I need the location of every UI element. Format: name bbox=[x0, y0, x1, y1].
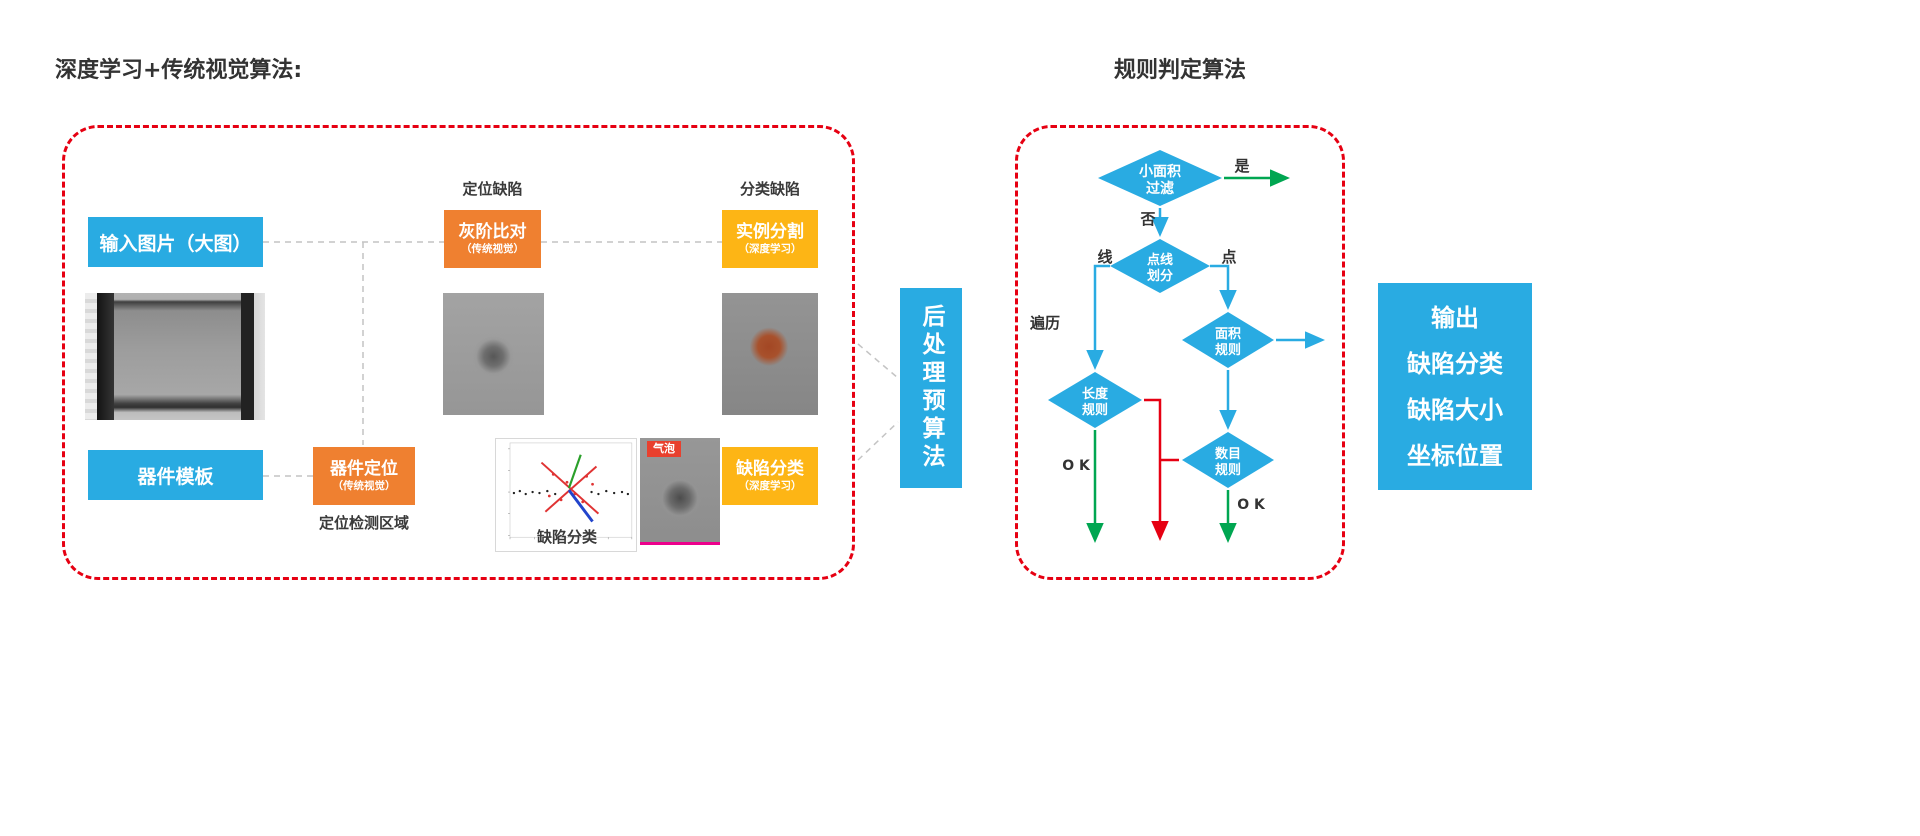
component-locate-box: 器件定位 （传统视觉） bbox=[313, 447, 415, 505]
small-area-filter-diamond bbox=[1098, 150, 1222, 206]
scatter-red-points bbox=[547, 472, 594, 504]
gray-compare-label: 灰阶比对 bbox=[458, 221, 527, 242]
scatter-green-line bbox=[567, 454, 582, 489]
count-rule-label-1: 数目 bbox=[1215, 446, 1241, 462]
gray-compare-box: 灰阶比对 （传统视觉） bbox=[444, 210, 541, 268]
point-label: 点 bbox=[1221, 248, 1236, 266]
count-rule-diamond bbox=[1182, 432, 1274, 488]
segmented-defect-image bbox=[722, 293, 818, 415]
component-locate-label: 器件定位 bbox=[330, 458, 398, 479]
point-line-division-diamond bbox=[1110, 239, 1210, 293]
length-ok-label: O K bbox=[1062, 458, 1091, 474]
locate-region-label: 定位检测区域 bbox=[318, 514, 409, 532]
line-branch-arrow bbox=[1086, 264, 1110, 370]
component-photo bbox=[85, 293, 265, 420]
defect-classification-label: 缺陷分类 bbox=[736, 458, 804, 479]
component-right-bar bbox=[241, 293, 254, 420]
output-line-3: 缺陷大小 bbox=[1407, 395, 1503, 424]
instance-segmentation-box: 实例分割 （深度学习） bbox=[722, 210, 818, 268]
defect-classification-box: 缺陷分类 （深度学习） bbox=[722, 447, 818, 505]
right-panel-title: 规则判定算法 bbox=[1113, 58, 1246, 83]
count-rule-label-2: 规则 bbox=[1215, 462, 1241, 478]
output-line-4: 坐标位置 bbox=[1407, 441, 1503, 470]
defect-classification-sublabel: （深度学习） bbox=[738, 480, 802, 493]
scatter-black-points bbox=[512, 489, 630, 496]
component-locate-sublabel: （传统视觉） bbox=[332, 480, 396, 493]
component-left-strip bbox=[85, 293, 97, 420]
instance-segmentation-sublabel: （深度学习） bbox=[738, 243, 802, 256]
point-line-label-2: 划分 bbox=[1147, 268, 1173, 284]
line-label: 线 bbox=[1097, 248, 1112, 266]
component-right-strip bbox=[254, 293, 265, 420]
instance-segmentation-label: 实例分割 bbox=[736, 221, 804, 242]
component-left-bar bbox=[97, 293, 114, 420]
gray-compare-sublabel: （传统视觉） bbox=[461, 243, 524, 256]
count-ok-label: O K bbox=[1237, 497, 1266, 513]
rules-dashed-container bbox=[1015, 125, 1345, 580]
post-processing-box: 后处理预算法 bbox=[900, 288, 962, 488]
scatter-axis-ticks bbox=[508, 448, 633, 540]
bubble-magenta-line bbox=[640, 542, 720, 545]
scatter-caption: 缺陷分类 bbox=[536, 528, 597, 546]
small-area-filter-label-2: 过滤 bbox=[1146, 180, 1174, 197]
length-rule-label-2: 规则 bbox=[1082, 402, 1108, 418]
output-line-1: 输出 bbox=[1431, 303, 1479, 332]
gray-defect-image bbox=[443, 293, 544, 415]
point-branch-arrow bbox=[1210, 264, 1237, 310]
area-rule-diamond bbox=[1182, 312, 1274, 368]
template-box: 器件模板 bbox=[88, 450, 263, 500]
point-line-label-1: 点线 bbox=[1147, 252, 1173, 268]
classify-defect-label: 分类缺陷 bbox=[739, 180, 800, 198]
output-box: 输出 缺陷分类 缺陷大小 坐标位置 bbox=[1378, 283, 1532, 490]
component-body bbox=[114, 293, 241, 420]
small-area-filter-label-1: 小面积 bbox=[1139, 163, 1181, 180]
length-rule-label-1: 长度 bbox=[1082, 386, 1109, 402]
left-panel-title: 深度学习+传统视觉算法: bbox=[55, 58, 303, 83]
no-label: 否 bbox=[1139, 210, 1155, 228]
traverse-label: 遍历 bbox=[1029, 314, 1060, 332]
yes-label: 是 bbox=[1233, 157, 1250, 175]
locate-defect-label: 定位缺陷 bbox=[462, 180, 523, 198]
defect-scatter-plot bbox=[495, 438, 637, 552]
input-image-box: 输入图片（大图） bbox=[88, 217, 263, 267]
scatter-blue-line bbox=[567, 489, 594, 523]
length-fail-red-arrow bbox=[1144, 398, 1169, 541]
connector-diagonal-bottom-to-post bbox=[857, 421, 899, 461]
bubble-tag-label: 气泡 bbox=[647, 441, 681, 457]
bubble-defect-image: 气泡 bbox=[640, 438, 720, 545]
output-line-2: 缺陷分类 bbox=[1407, 349, 1503, 378]
area-rule-label-1: 面积 bbox=[1215, 326, 1241, 342]
area-rule-label-2: 规则 bbox=[1215, 342, 1241, 358]
connector-diagonal-top-to-post bbox=[857, 343, 899, 379]
pipeline-dashed-container bbox=[62, 125, 855, 580]
length-rule-diamond bbox=[1048, 372, 1142, 428]
rules-flowchart: 小面积 过滤 是 否 点线 划分 线 点 遍历 长度 规则 O K 面积 规则 … bbox=[1029, 150, 1325, 543]
